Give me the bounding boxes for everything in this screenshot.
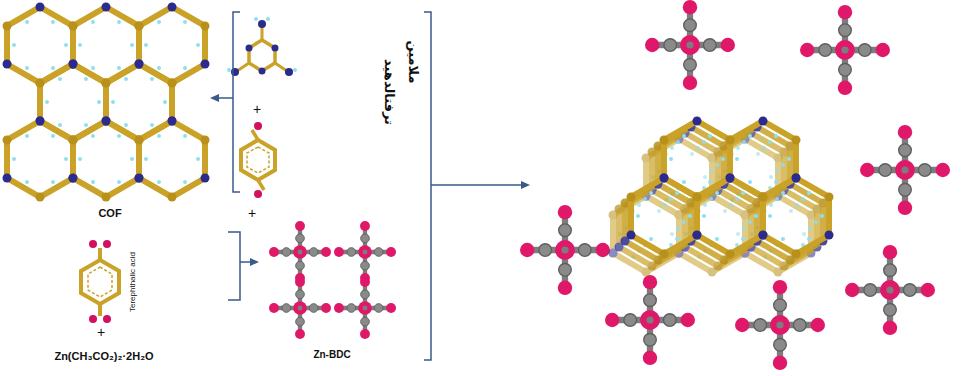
cof-network — [3, 3, 210, 202]
structure-label: Zn-BDC — [313, 349, 350, 360]
persian-label: ملامین — [406, 41, 420, 84]
persian-label: ترفتالدهید — [382, 59, 396, 125]
arrow-heads — [210, 94, 530, 266]
plus-sign: + — [253, 102, 261, 117]
plus-sign: + — [97, 325, 105, 340]
plus-sign: + — [248, 206, 256, 221]
melamine-molecule — [227, 17, 297, 76]
terephthalic-acid-molecule — [81, 240, 119, 323]
structure-label: COF — [98, 207, 121, 219]
molecule-label: Terephthalic acid — [129, 252, 138, 312]
zn-bdc-clusters — [520, 0, 950, 370]
terephthalaldehyde-molecule — [241, 122, 275, 198]
cof-block — [609, 117, 834, 277]
zn-bdc-lattice — [269, 221, 396, 339]
formula-label: Zn(CH₃CO₂)₂·2H₂O — [54, 350, 153, 362]
reaction-brackets — [218, 12, 522, 360]
